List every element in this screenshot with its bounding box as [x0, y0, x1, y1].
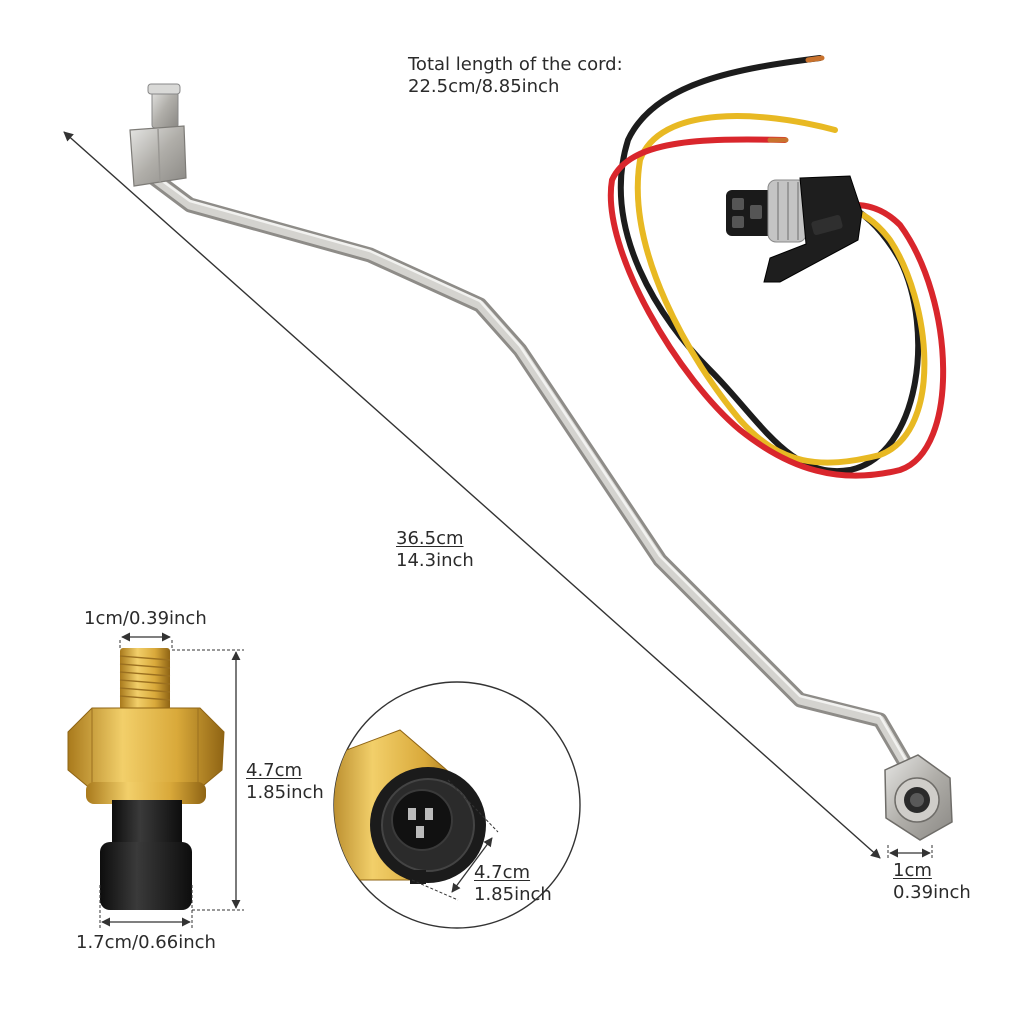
pressure-sensor	[67, 648, 225, 910]
wiring-harness	[607, 55, 947, 479]
tube-length-arrow	[63, 131, 881, 859]
sensor-height-in: 1.85inch	[246, 782, 324, 803]
sensor-base-width: 1.7cm/0.66inch	[76, 932, 216, 953]
cord-length-value: 22.5cm/8.85inch	[408, 76, 560, 97]
tube-length-cm: 36.5cm	[396, 528, 464, 549]
connector-width-cm: 4.7cm	[474, 862, 531, 883]
sensor-thread-width: 1cm/0.39inch	[84, 608, 207, 629]
tube-top-fitting	[129, 83, 187, 187]
tube-end-dimension	[887, 845, 933, 860]
tube-bottom-fitting	[884, 754, 953, 841]
tube-length-in: 14.3inch	[396, 550, 474, 571]
tube-end-cm: 1cm	[893, 860, 932, 881]
cord-length-title: Total length of the cord:	[408, 54, 623, 75]
sensor-height-cm: 4.7cm	[246, 760, 303, 781]
sensor-dimensions	[99, 632, 244, 930]
harness-connector	[726, 175, 863, 283]
tube-end-in: 0.39inch	[893, 882, 971, 903]
connector-width-in: 1.85inch	[474, 884, 552, 905]
connector-detail-view	[333, 681, 581, 929]
